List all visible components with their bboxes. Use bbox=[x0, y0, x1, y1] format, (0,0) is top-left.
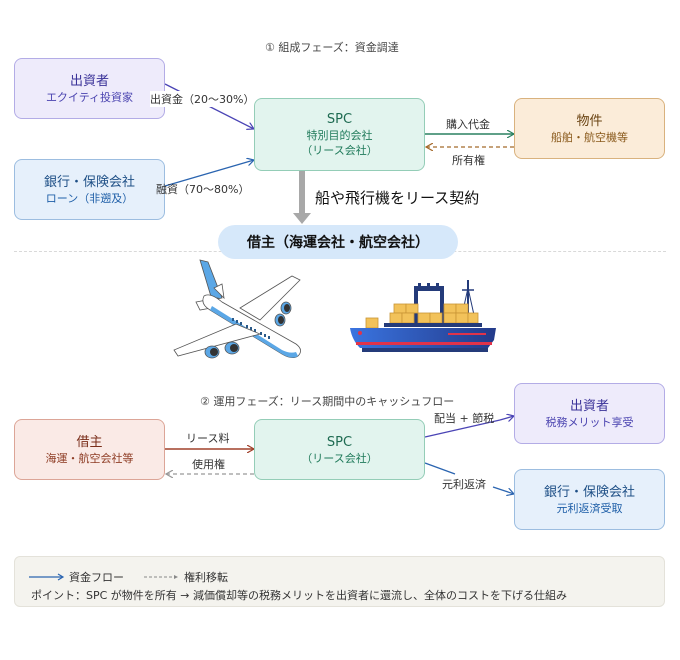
investor-title: 出資者 bbox=[69, 73, 109, 89]
legend-dashed-label: 権利移転 bbox=[184, 571, 228, 584]
lease-fee-label: リース料 bbox=[186, 432, 230, 445]
lease-contract-label: 船や飛行機をリース契約 bbox=[315, 189, 480, 207]
equity-label: 出資金（20〜30%） bbox=[150, 91, 255, 107]
lease-down-arrow-head bbox=[293, 213, 311, 224]
dividend-line bbox=[424, 419, 501, 438]
lessee-pill: 借主（海運会社・航空会社） bbox=[218, 225, 458, 259]
spc2-title: SPC bbox=[326, 434, 353, 450]
loan-arrow bbox=[164, 160, 254, 187]
solid-arrow-icon bbox=[29, 573, 65, 581]
dashed-arrow-icon bbox=[144, 575, 178, 579]
bank-subtitle: ローン（非遡及） bbox=[45, 191, 134, 205]
asset-title: 物件 bbox=[576, 113, 603, 129]
phase2-title: ② 運用フェーズ：リース期間中のキャッシュフロー bbox=[200, 395, 455, 408]
ownership-label: 所有権 bbox=[452, 154, 485, 167]
bank-node-phase2[interactable]: 銀行・保険会社 元利返済受取 bbox=[514, 469, 665, 530]
usage-right-label: 使用権 bbox=[192, 458, 225, 471]
investor2-title: 出資者 bbox=[569, 398, 609, 414]
asset-node[interactable]: 物件 船舶・航空機等 bbox=[514, 98, 665, 159]
bank-title: 銀行・保険会社 bbox=[43, 174, 135, 190]
legend-point-text: ポイント：SPC が物件を所有 → 減価償却等の税務メリットを出資者に還流し、全… bbox=[31, 589, 567, 602]
investor-node[interactable]: 出資者 エクイティ投資家 bbox=[14, 58, 165, 119]
investor2-subtitle: 税務メリット享受 bbox=[545, 415, 634, 429]
spc-node-phase2[interactable]: SPC （リース会社） bbox=[254, 419, 425, 480]
repayment-arrow bbox=[492, 486, 514, 494]
investor-subtitle: エクイティ投資家 bbox=[45, 90, 134, 104]
spc-title: SPC bbox=[326, 112, 353, 127]
repayment-label: 元利返済 bbox=[442, 478, 486, 491]
legend-solid-label: 資金フロー bbox=[69, 571, 124, 584]
bank2-subtitle: 元利返済受取 bbox=[556, 501, 623, 515]
legend-panel: 資金フロー 権利移転 ポイント：SPC が物件を所有 → 減価償却等の税務メリッ… bbox=[14, 556, 665, 607]
spc-subtitle: 特別目的会社 bbox=[306, 129, 373, 142]
repayment-line bbox=[424, 462, 456, 475]
lessee-node[interactable]: 借主 海運・航空会社等 bbox=[14, 419, 165, 480]
dividend-label: 配当 + 節税 bbox=[434, 412, 495, 425]
lease-down-arrow-shaft bbox=[299, 168, 305, 214]
asset-subtitle: 船舶・航空機等 bbox=[551, 130, 628, 144]
lessee-title: 借主 bbox=[76, 434, 103, 450]
phase1-title: ① 組成フェーズ：資金調達 bbox=[265, 41, 399, 54]
bank2-title: 銀行・保険会社 bbox=[543, 484, 635, 500]
spc-node[interactable]: SPC 特別目的会社 （リース会社） bbox=[254, 98, 425, 171]
investor-node-phase2[interactable]: 出資者 税務メリット享受 bbox=[514, 383, 665, 444]
spc2-subtitle: （リース会社） bbox=[301, 451, 378, 465]
lessee-subtitle: 海運・航空会社等 bbox=[45, 451, 134, 465]
container-ship-icon bbox=[350, 280, 496, 352]
purchase-label: 購入代金 bbox=[446, 118, 490, 131]
airplane-icon bbox=[173, 259, 301, 359]
loan-label: 融資（70〜80%） bbox=[156, 183, 250, 196]
dividend-arrow bbox=[499, 416, 514, 420]
spc-subtitle-2: （リース会社） bbox=[301, 144, 378, 157]
bank-node[interactable]: 銀行・保険会社 ローン（非遡及） bbox=[14, 159, 165, 220]
